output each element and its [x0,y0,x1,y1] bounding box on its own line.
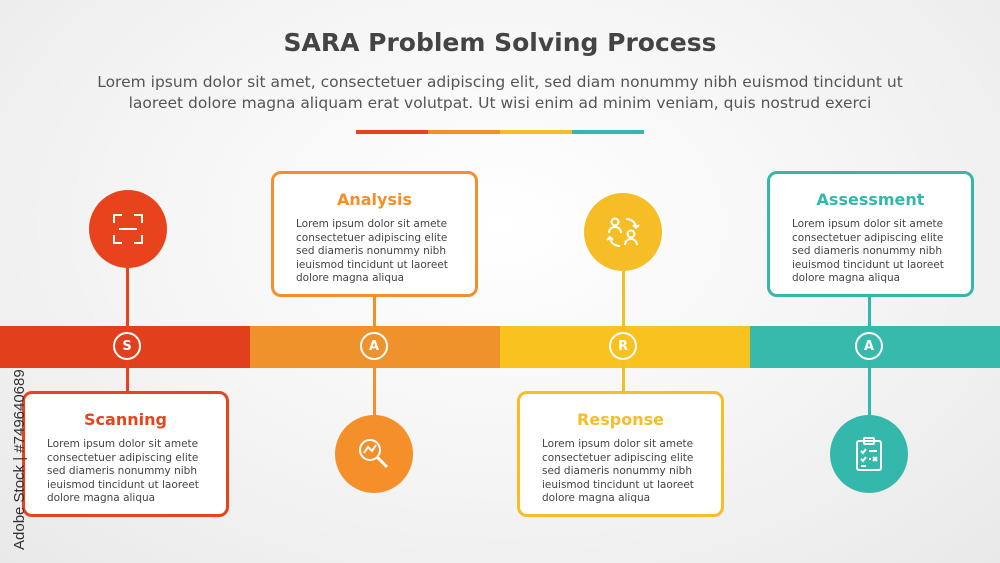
step-description: Lorem ipsum dolor sit amete consectetuer… [296,218,466,286]
step-letter-r: R [609,332,637,360]
description-line: dolore magna aliqua [542,492,651,504]
description-line: sed diameris nonummy nibh [792,245,942,257]
subtitle-line: Lorem ipsum dolor sit amet, consectetuer… [97,73,903,91]
description-line: consectetuer adipiscing elite [47,451,199,464]
response-card: Response Lorem ipsum dolor sit amete con… [517,391,724,517]
analysis-icon-circle [335,415,413,493]
analysis-card: Analysis Lorem ipsum dolor sit amete con… [271,171,478,297]
connector-line [622,360,625,392]
connector-line [868,296,871,332]
description-line: dolore magna aliqua [47,492,156,504]
description-line: sed diameris nonummy nibh [47,465,197,477]
connector-line [868,360,871,416]
step-title: Response [577,410,664,429]
description-line: consectetuer adipiscing elite [542,451,694,464]
step-title: Analysis [336,190,412,209]
response-icon-circle [584,193,662,271]
description-line: sed diameris nonummy nibh [542,465,692,477]
assessment-icon-circle [830,415,908,493]
description-line: ieuismod tincidunt ut laoreet [296,258,448,271]
scanning-card: Scanning Lorem ipsum dolor sit amete con… [22,391,229,517]
description-line: ieuismod tincidunt ut laoreet [542,478,694,491]
step-title: Assessment [816,190,925,209]
clipboard-checklist-icon [856,437,882,471]
connector-line [126,230,129,332]
description-line: Lorem ipsum dolor sit amete [542,438,694,450]
step-description: Lorem ipsum dolor sit amete consectetuer… [792,218,962,286]
watermark-text: Adobe Stock | #749640689 [11,369,28,550]
scan-icon [113,214,143,244]
connector-line [622,265,625,332]
page-subtitle: Lorem ipsum dolor sit amet, consectetuer… [60,72,940,114]
analysis-magnifier-icon [359,439,389,469]
connector-line [373,296,376,332]
accent-bar-yellow [500,130,572,134]
description-line: ieuismod tincidunt ut laoreet [47,478,199,491]
description-line: ieuismod tincidunt ut laoreet [792,258,944,271]
subtitle-line: laoreet dolore magna aliquam erat volutp… [128,94,872,112]
description-line: Lorem ipsum dolor sit amete [792,218,944,230]
accent-bar-teal [572,130,644,134]
scanning-icon-circle [89,190,167,268]
assessment-card: Assessment Lorem ipsum dolor sit amete c… [767,171,974,297]
connector-line [373,360,376,416]
step-letter-a2: A [855,332,883,360]
description-line: consectetuer adipiscing elite [792,231,944,244]
step-description: Lorem ipsum dolor sit amete consectetuer… [542,438,712,506]
people-exchange-icon [606,217,640,247]
step-title: Scanning [84,410,167,429]
stock-watermark: Adobe Stock | #749640689 [10,300,30,550]
description-line: sed diameris nonummy nibh [296,245,446,257]
accent-bar-orange [428,130,500,134]
step-letter-a: A [360,332,388,360]
description-line: Lorem ipsum dolor sit amete [296,218,448,230]
page-title: SARA Problem Solving Process [283,28,717,57]
step-letter-s: S [113,332,141,360]
description-line: dolore magna aliqua [296,272,405,284]
description-line: Lorem ipsum dolor sit amete [47,438,199,450]
accent-bar-red [356,130,428,134]
description-line: consectetuer adipiscing elite [296,231,448,244]
description-line: dolore magna aliqua [792,272,901,284]
step-description: Lorem ipsum dolor sit amete consectetuer… [47,438,217,506]
connector-line [126,360,129,392]
